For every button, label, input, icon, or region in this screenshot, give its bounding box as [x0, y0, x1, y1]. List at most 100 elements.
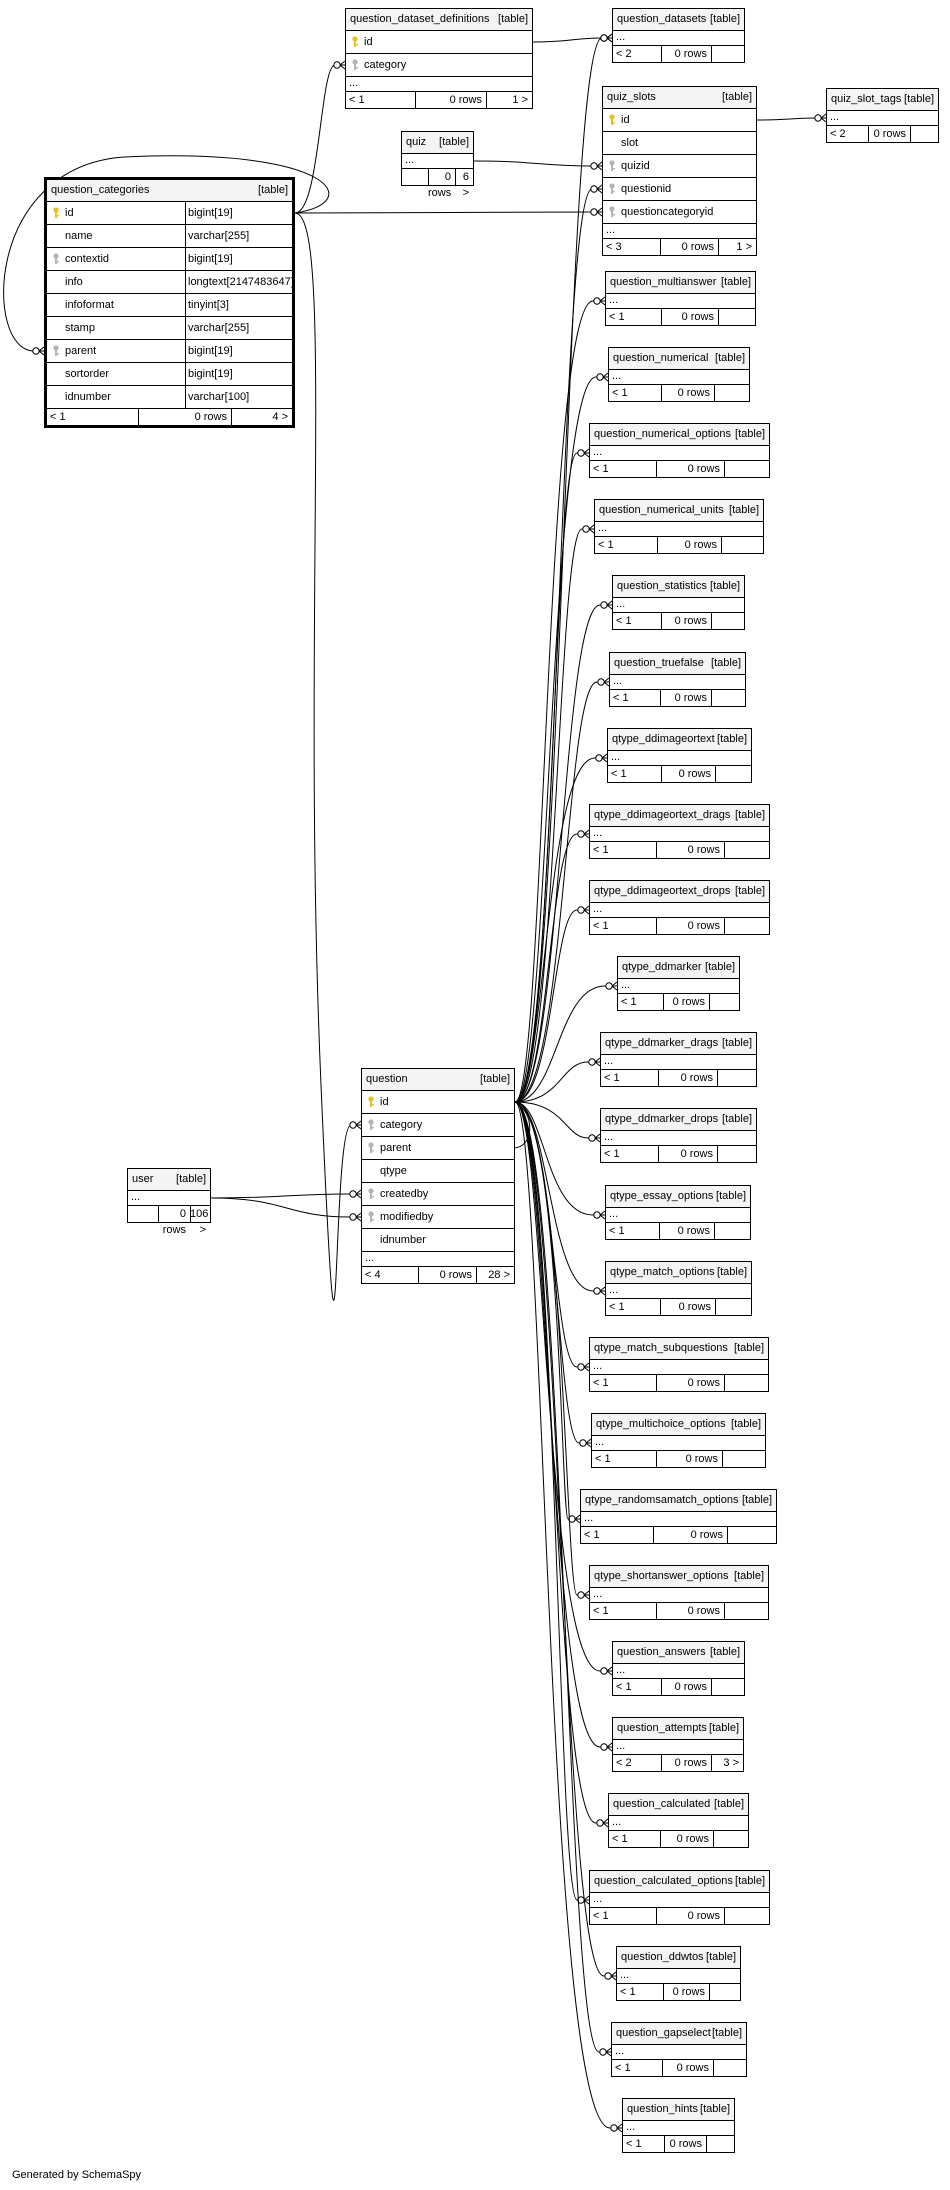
parents-link[interactable]: < 1	[613, 692, 629, 704]
column-row[interactable]: questioncategoryid	[603, 201, 756, 224]
table-header[interactable]: question_calculated[table]	[609, 1794, 748, 1816]
table-header[interactable]: qtype_ddmarker_drops[table]	[601, 1109, 756, 1131]
column-row[interactable]: qtype	[362, 1160, 514, 1183]
table-header[interactable]: qtype_ddmarker_drags[table]	[601, 1033, 756, 1055]
parents-link[interactable]: < 1	[612, 387, 628, 399]
parents-link[interactable]: < 1	[584, 1529, 600, 1541]
table-header[interactable]: qtype_shortanswer_options[table]	[590, 1566, 768, 1588]
table-header[interactable]: question_answers[table]	[613, 1642, 744, 1664]
table-header[interactable]: question[table]	[362, 1069, 514, 1091]
table-header[interactable]: qtype_ddmarker[table]	[618, 957, 739, 979]
parents-link[interactable]: < 1	[593, 1605, 609, 1617]
column-row[interactable]: category	[362, 1114, 514, 1137]
table-header[interactable]: quiz_slots[table]	[603, 87, 756, 109]
column-row[interactable]: createdby	[362, 1183, 514, 1206]
column-row[interactable]: id	[603, 109, 756, 132]
table-header[interactable]: qtype_match_options[table]	[606, 1262, 751, 1284]
column-row[interactable]: category	[346, 54, 532, 77]
table-header[interactable]: quiz_slot_tags[table]	[827, 89, 938, 111]
table-header[interactable]: question_gapselect[table]	[612, 2023, 746, 2045]
table-header[interactable]: user[table]	[128, 1169, 210, 1191]
table-question-calculated-options[interactable]: question_calculated_options[table]...< 1…	[589, 1870, 770, 1925]
column-row[interactable]: questionid	[603, 178, 756, 201]
table-header[interactable]: question_categories[table]	[47, 180, 292, 202]
parents-link[interactable]: < 1	[50, 411, 66, 423]
parents-link[interactable]: < 1	[593, 463, 609, 475]
children-link[interactable]: 1 >	[736, 241, 752, 253]
table-header[interactable]: qtype_ddimageortext_drags[table]	[590, 805, 769, 827]
parents-link[interactable]: < 1	[615, 2062, 631, 2074]
column-row[interactable]: id	[362, 1091, 514, 1114]
parents-link[interactable]: < 1	[593, 844, 609, 856]
parents-link[interactable]: < 1	[609, 311, 625, 323]
parents-link[interactable]: < 1	[612, 1833, 628, 1845]
table-header[interactable]: qtype_match_subquestions[table]	[590, 1338, 768, 1360]
table-header[interactable]: qtype_essay_options[table]	[606, 1186, 750, 1208]
table-header[interactable]: qtype_randomsamatch_options[table]	[581, 1490, 776, 1512]
parents-link[interactable]: < 1	[616, 615, 632, 627]
parents-link[interactable]: < 1	[593, 920, 609, 932]
table-header[interactable]: qtype_ddimageortext_drops[table]	[590, 881, 769, 903]
children-link[interactable]: 6 >	[462, 171, 469, 199]
parents-link[interactable]: < 1	[593, 1910, 609, 1922]
parents-link[interactable]: < 2	[830, 128, 846, 140]
parents-link[interactable]: < 1	[609, 1225, 625, 1237]
parents-link[interactable]: < 1	[604, 1072, 620, 1084]
table-header[interactable]: question_calculated_options[table]	[590, 1871, 769, 1893]
parents-link[interactable]: < 1	[611, 768, 627, 780]
children-link[interactable]: 3 >	[723, 1757, 739, 1769]
parents-link[interactable]: < 1	[620, 1986, 636, 1998]
parents-link[interactable]: < 1	[593, 1377, 609, 1389]
parents-link[interactable]: < 1	[604, 1148, 620, 1160]
parents-link[interactable]: < 2	[616, 1757, 632, 1769]
parents-link[interactable]: < 2	[616, 48, 632, 60]
children-link[interactable]: 106 >	[190, 1208, 209, 1236]
parents-link[interactable]: < 1	[621, 996, 637, 1008]
table-header[interactable]: quiz[table]	[402, 132, 473, 154]
parents-link[interactable]: < 1	[595, 1453, 611, 1465]
column-row[interactable]: quizid	[603, 155, 756, 178]
table-header[interactable]: question_dataset_definitions[table]	[346, 9, 532, 31]
column-row[interactable]: idnumber	[362, 1229, 514, 1252]
table-header[interactable]: qtype_multichoice_options[table]	[592, 1414, 765, 1436]
table-header[interactable]: question_multianswer[table]	[606, 272, 755, 294]
table-header[interactable]: question_truefalse[table]	[610, 653, 745, 675]
column-row[interactable]: id	[346, 31, 532, 54]
column-row[interactable]: modifiedby	[362, 1206, 514, 1229]
parents-link[interactable]: < 1	[598, 539, 614, 551]
children-link[interactable]: 1 >	[512, 94, 528, 106]
parents-link[interactable]: < 1	[626, 2138, 642, 2150]
children-link[interactable]: 28 >	[488, 1269, 510, 1281]
